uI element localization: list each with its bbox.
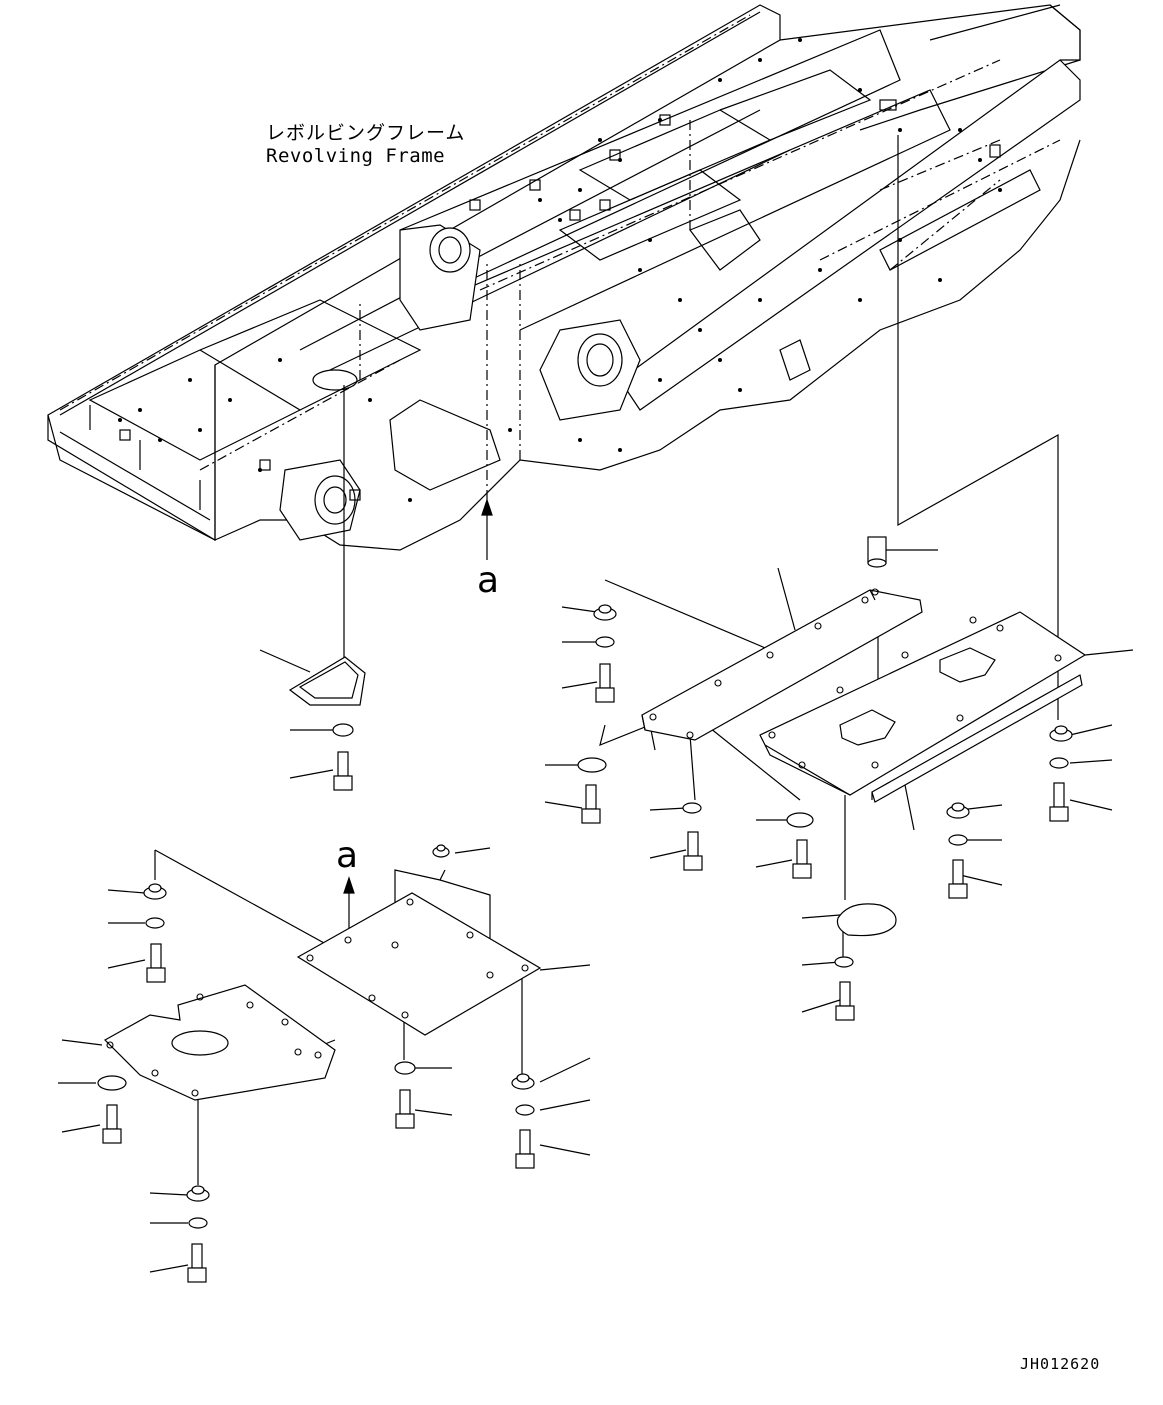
washer-large xyxy=(577,757,607,773)
washer xyxy=(595,636,615,648)
bolt xyxy=(792,839,812,879)
frame-title-japanese: レボルビングフレーム xyxy=(266,122,466,144)
bolt xyxy=(333,751,353,791)
washer xyxy=(394,1061,416,1075)
bolt xyxy=(395,1089,415,1129)
bolt xyxy=(102,1104,122,1144)
view-marker-a-upper: a xyxy=(477,560,500,601)
bolt xyxy=(595,663,615,703)
under-covers xyxy=(104,588,1087,1101)
leader-lines xyxy=(58,135,1134,1273)
bolt xyxy=(835,981,855,1021)
bolt xyxy=(515,1129,535,1169)
flange-nut xyxy=(432,844,450,858)
washer-large xyxy=(786,812,814,828)
revolving-frame xyxy=(47,4,1081,551)
drawing-number: JH012620 xyxy=(1020,1355,1101,1373)
flange-nut xyxy=(946,802,970,819)
bolt xyxy=(948,859,968,899)
fasteners xyxy=(97,536,1073,1283)
frame-title-english: Revolving Frame xyxy=(266,145,446,167)
view-marker-a-lower: a xyxy=(336,835,359,876)
flange-nut xyxy=(511,1073,535,1090)
flange-nut xyxy=(143,883,167,900)
bolt xyxy=(1049,782,1069,822)
washer xyxy=(948,834,968,846)
washer xyxy=(145,917,165,929)
washer xyxy=(188,1217,208,1229)
bolt xyxy=(187,1243,207,1283)
washer xyxy=(682,802,702,814)
bolt xyxy=(683,831,703,871)
flange-nut xyxy=(593,604,617,621)
sleeve-collar xyxy=(867,536,887,568)
washer xyxy=(515,1104,535,1116)
bolt xyxy=(581,784,601,824)
washer xyxy=(834,956,854,968)
washer xyxy=(332,723,354,737)
washer xyxy=(1049,757,1069,769)
washer-large xyxy=(97,1075,127,1091)
bolt xyxy=(146,943,166,983)
flange-nut xyxy=(1049,725,1073,742)
flange-nut xyxy=(186,1185,210,1202)
